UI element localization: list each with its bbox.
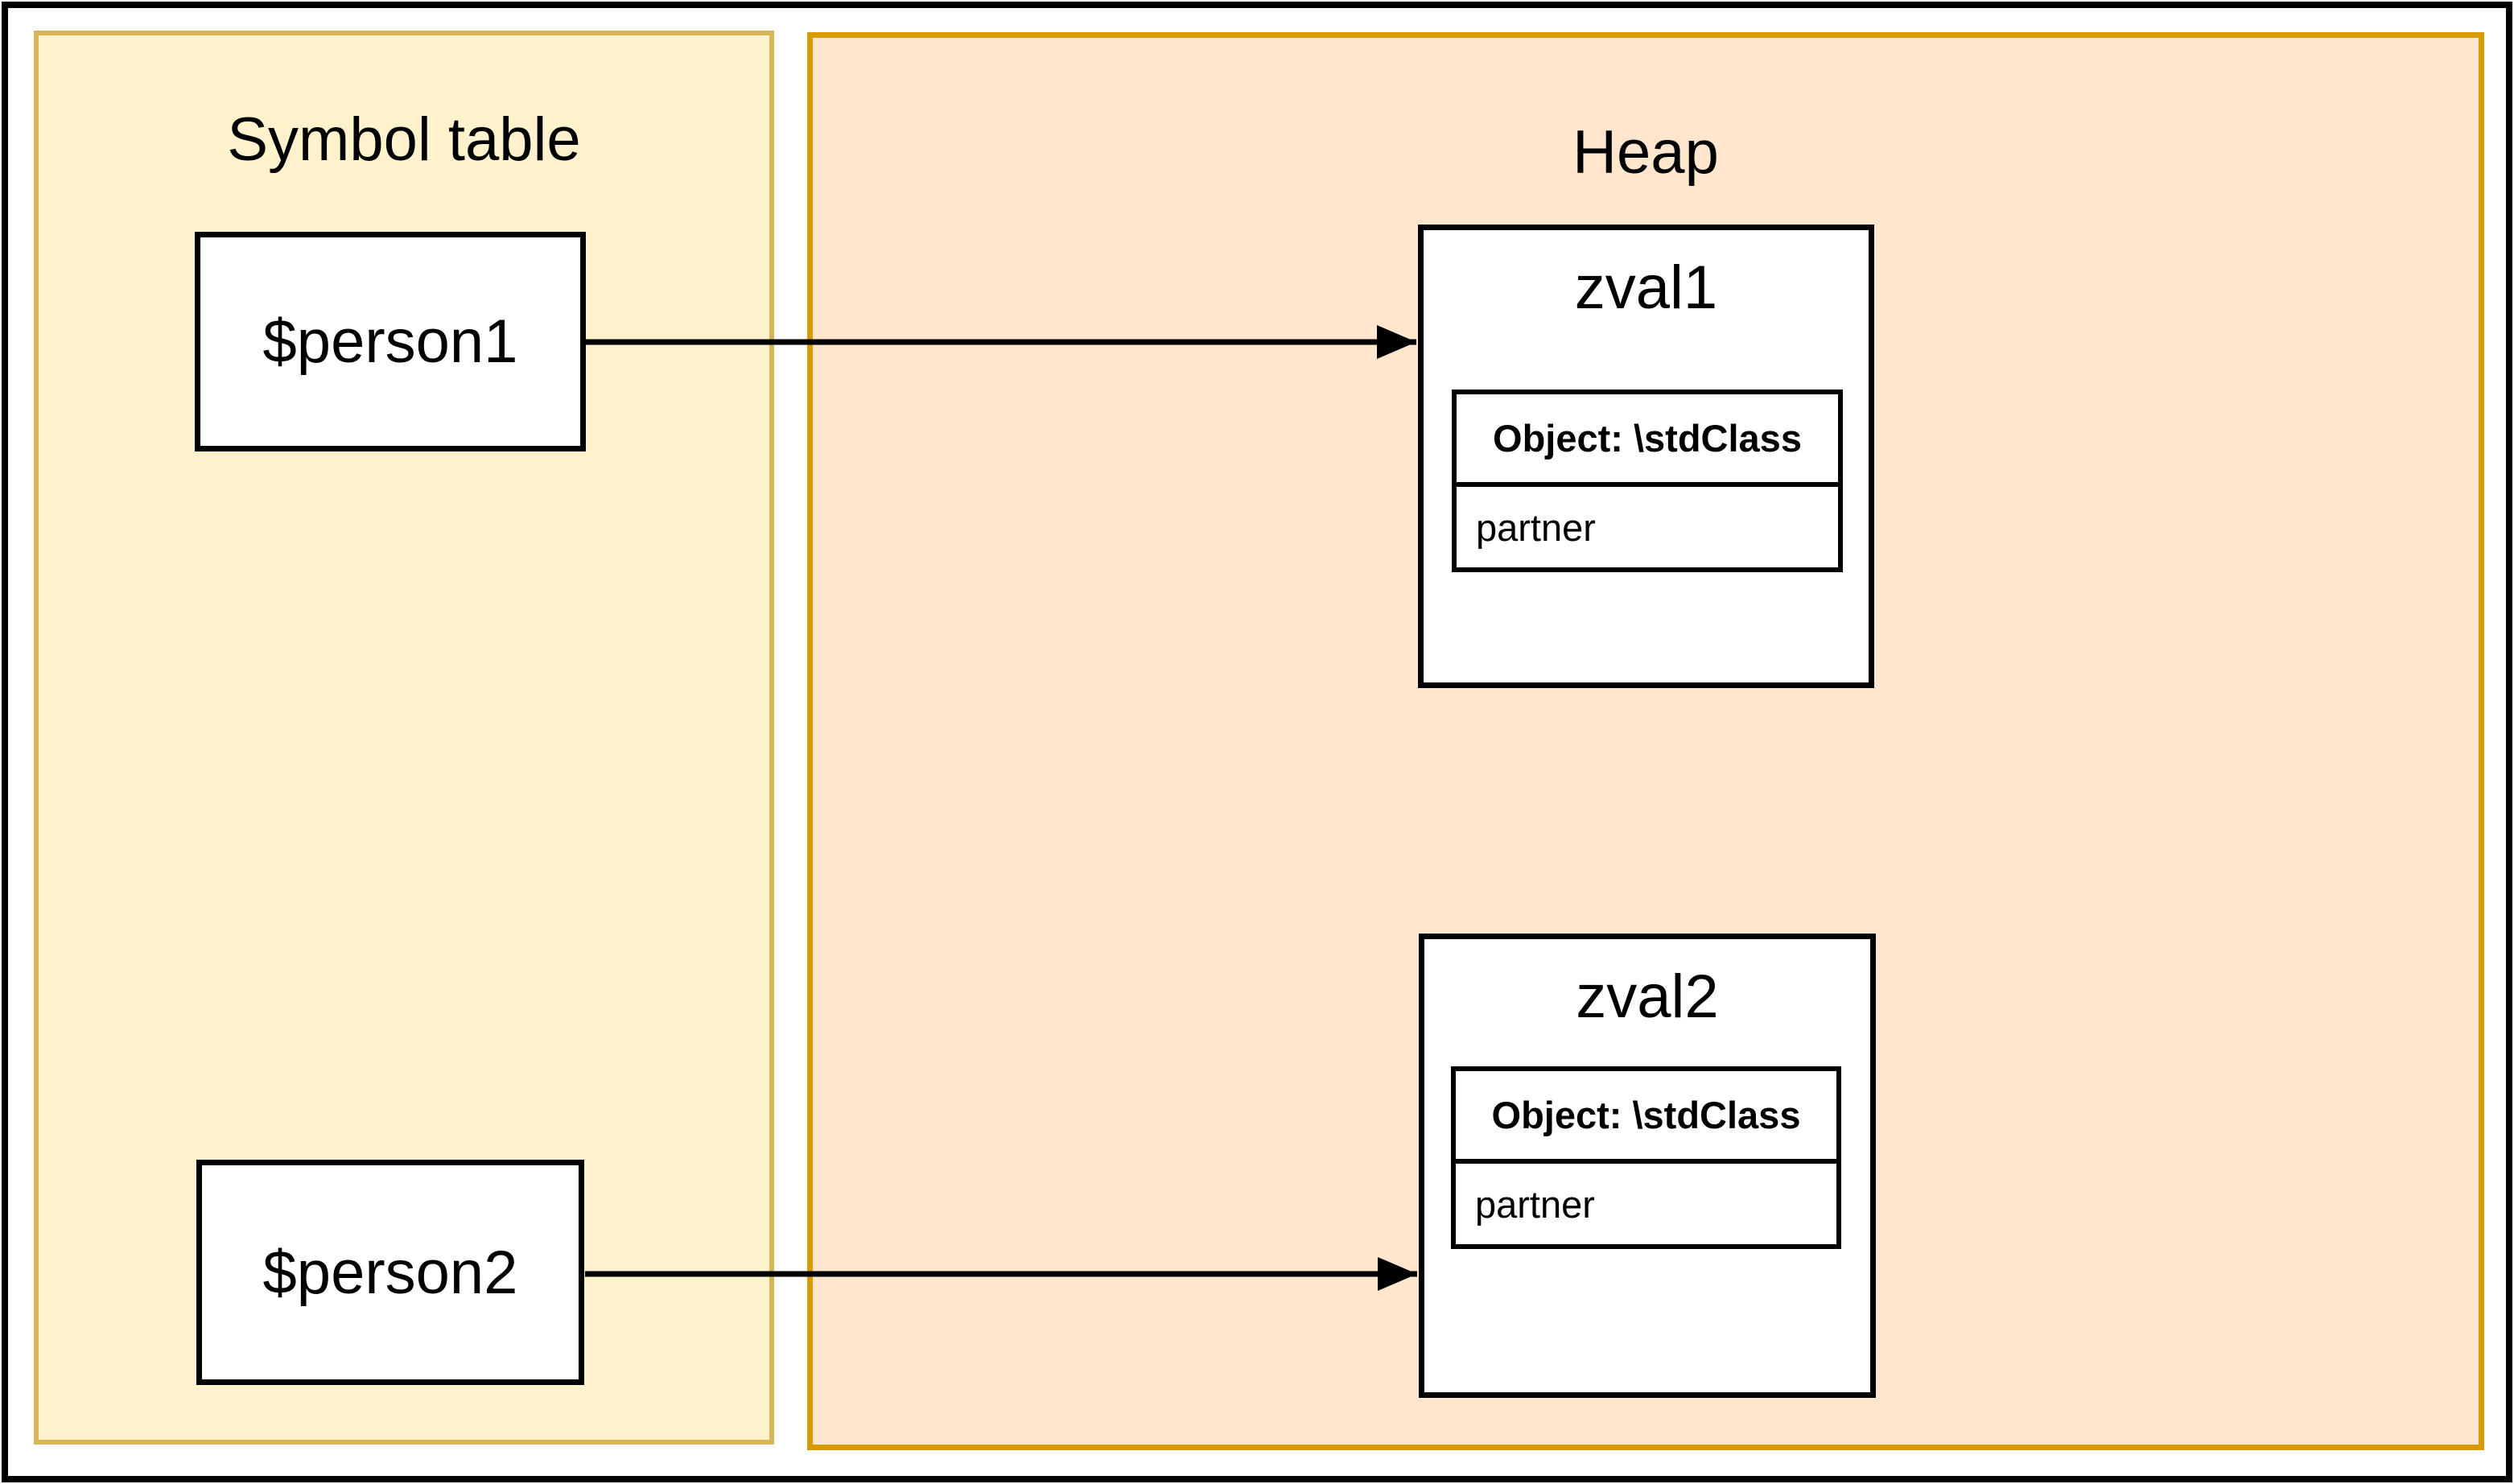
zval1-object-table: Object: \stdClass partner bbox=[1452, 390, 1843, 572]
zval2-object-table: Object: \stdClass partner bbox=[1451, 1066, 1841, 1249]
zval2-object-type-cell: Object: \stdClass bbox=[1456, 1071, 1836, 1164]
variable-label-person1: $person1 bbox=[262, 307, 518, 376]
variable-label-person2: $person2 bbox=[262, 1238, 518, 1307]
zval-box-zval2: zval2 Object: \stdClass partner bbox=[1419, 934, 1876, 1398]
heap-title: Heap bbox=[1572, 118, 1719, 187]
symbol-table-title: Symbol table bbox=[227, 105, 581, 174]
variable-box-person2: $person2 bbox=[196, 1160, 584, 1385]
variable-box-person1: $person1 bbox=[195, 232, 586, 451]
zval2-property-cell: partner bbox=[1475, 1182, 1595, 1226]
zval-box-zval1: zval1 Object: \stdClass partner bbox=[1418, 225, 1874, 688]
zval1-property-cell: partner bbox=[1476, 505, 1596, 549]
zval2-title: zval2 bbox=[1576, 963, 1719, 1031]
zval1-object-type-cell: Object: \stdClass bbox=[1457, 394, 1838, 487]
zval1-title: zval1 bbox=[1574, 254, 1718, 322]
